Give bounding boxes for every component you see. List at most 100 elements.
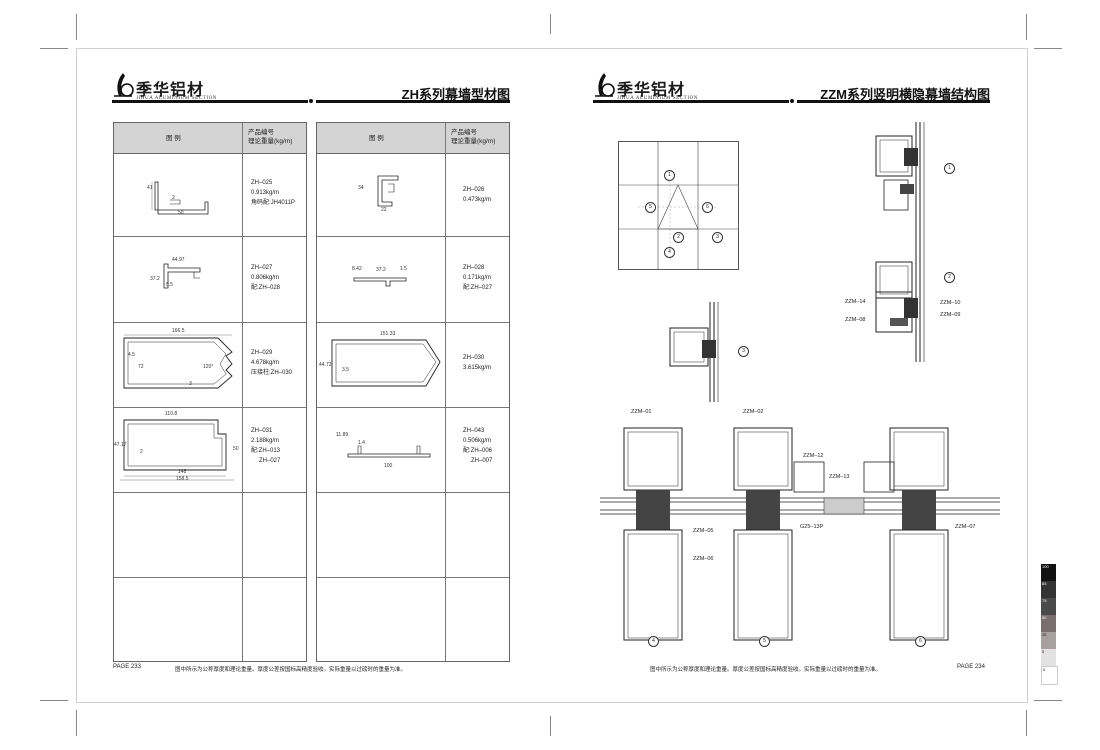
dimension-label: 72 (138, 364, 144, 370)
column-divider (445, 123, 446, 661)
dimension-label: 50 (233, 446, 239, 452)
header-legend: 图 例 (369, 135, 384, 142)
dimension-label: 120° (203, 364, 214, 370)
curtain-wall-elevation (618, 141, 739, 270)
section-3-drawing (669, 302, 719, 402)
dimension-label: 37.2 (376, 267, 386, 273)
section-marker-3: 3 (738, 346, 749, 357)
section-marker-1: 1 (944, 163, 955, 174)
dimension-label: 34 (358, 185, 364, 191)
brand-english: JIHUA ALUMINIUM SECTION (136, 96, 218, 101)
header-rule (316, 100, 510, 103)
callout-zzm05: ZZM–05 (693, 528, 714, 534)
profile-drawing-zh027 (163, 263, 201, 289)
header-product-no: 产品编号 (248, 129, 274, 136)
callout-zzm10: ZZM–10 (940, 300, 961, 306)
page-number: PAGE 233 (113, 664, 141, 670)
dimension-label: 2 (140, 449, 143, 455)
crop-mark (550, 14, 551, 34)
profile-drawing-zh028 (353, 277, 407, 287)
brand-logo-icon (114, 73, 134, 97)
dimension-label: 22 (381, 207, 387, 213)
dimension-label: 50 (178, 210, 184, 216)
swatch-85: 85 (1041, 581, 1056, 598)
footnote: 图中所示为公称厚度和理论重量。厚度公差按国标高精度验收。实际重量以过磅时的重量为… (650, 667, 882, 673)
dimension-label: 5.5 (166, 282, 173, 288)
header-weight: 理论重量(kg/m) (451, 138, 496, 145)
profile-drawing-zh030 (331, 339, 441, 387)
dimension-label: 44.72 (319, 362, 332, 368)
callout-zzm12: ZZM–12 (803, 453, 824, 459)
crop-mark (40, 700, 68, 701)
section-marker-6: 6 (915, 636, 926, 647)
callout-zzm02: ZZM–02 (743, 409, 764, 415)
table-header (114, 123, 306, 154)
row-divider (114, 577, 306, 578)
profile-drawing-zh031 (120, 419, 234, 481)
swatch-50: 50 (1041, 615, 1056, 632)
callout-zzm07: ZZM–07 (955, 524, 976, 530)
marker-5: 5 (645, 202, 656, 213)
row-divider (114, 322, 306, 323)
brand-logo-icon (595, 73, 615, 97)
dimension-label: 3.5 (342, 367, 349, 373)
swatch-5: 5 (1041, 649, 1056, 666)
crop-mark (76, 14, 77, 40)
vertical-section-drawing (875, 122, 925, 362)
header-rule (112, 100, 308, 103)
marker-6: 6 (702, 202, 713, 213)
callout-zzm14: ZZM–14 (845, 299, 866, 305)
horizontal-section-drawing (600, 427, 1000, 641)
dimension-label: 166.5 (172, 328, 185, 334)
callout-zzm09: ZZM–09 (940, 312, 961, 318)
swatch-100: 100 (1041, 564, 1056, 581)
callout-g25: G25–13P (800, 524, 824, 530)
crop-mark (1026, 14, 1027, 40)
marker-1: 1 (664, 170, 675, 181)
section-marker-2: 2 (944, 272, 955, 283)
section-marker-5: 5 (759, 636, 770, 647)
dimension-label: 1.4 (358, 440, 365, 446)
dimension-label: 4.5 (128, 352, 135, 358)
swatch-25: 25 (1041, 632, 1056, 649)
row-divider (317, 322, 509, 323)
header-rule (593, 100, 789, 103)
profile-drawing-zh026 (377, 175, 399, 207)
dimension-label: 41 (147, 185, 153, 191)
footnote: 图中所示为公称厚度和理论重量。厚度公差按国标高精度验收。实际重量以过磅时的重量为… (175, 667, 407, 673)
crop-mark (40, 48, 68, 49)
dimension-label: 158.5 (176, 476, 189, 482)
dimension-label: 11.89 (336, 432, 349, 438)
row-divider (317, 577, 509, 578)
row-divider (317, 492, 509, 493)
swatch-75: 75 (1041, 598, 1056, 615)
profile-drawing-zh025 (151, 181, 209, 215)
header-rule (797, 100, 990, 103)
color-calibration-bar: 100 85 75 50 25 5 0 (1041, 564, 1058, 685)
dimension-label: 151.33 (380, 331, 396, 337)
brand-name: 季华铝材 (136, 82, 205, 99)
header-weight: 理论重量(kg/m) (248, 138, 293, 145)
callout-zzm13: ZZM–13 (829, 474, 850, 480)
dimension-label: 37.2 (150, 276, 160, 282)
row-divider (317, 407, 509, 408)
column-divider (242, 123, 243, 661)
row-divider (317, 236, 509, 237)
table-header (317, 123, 509, 154)
marker-2: 2 (673, 232, 684, 243)
dimension-label: 148 (178, 469, 187, 475)
callout-zzm06: ZZM–06 (693, 556, 714, 562)
brand-english: JIHUA ALUMINIUM SECTION (617, 96, 699, 101)
header-dot (790, 99, 794, 103)
brand-name: 季华铝材 (617, 82, 686, 99)
section-marker-4: 4 (648, 636, 659, 647)
dimension-label: 100 (384, 463, 393, 469)
crop-mark (76, 710, 77, 736)
row-divider (114, 407, 306, 408)
spread-sheet (76, 48, 1028, 703)
